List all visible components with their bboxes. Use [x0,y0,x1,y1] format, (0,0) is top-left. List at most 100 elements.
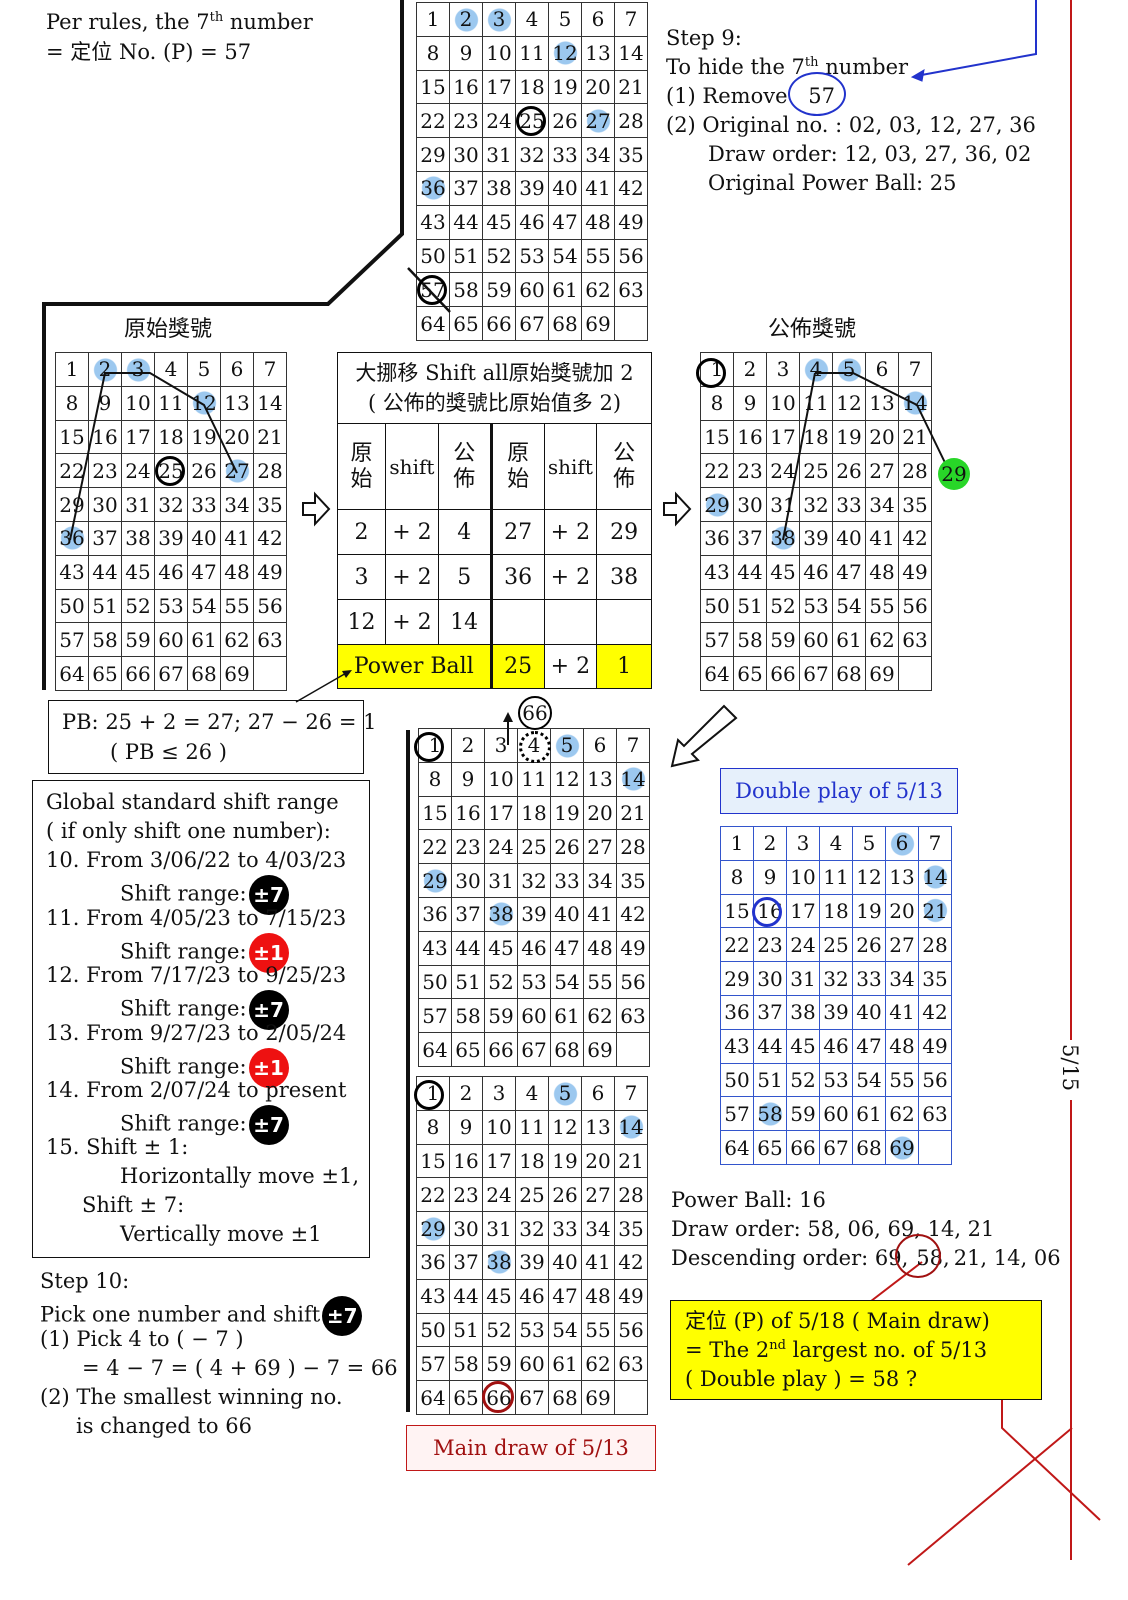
grid-cell: 52 [766,588,800,624]
grid-cell: 14 [614,35,648,71]
grid-cell: 16 [451,795,485,831]
grid-cell: 20 [581,1143,615,1179]
grid-cell: 21 [918,893,952,929]
grid-cell: 24 [482,1177,516,1213]
grid-cell: 69 [220,656,254,691]
grid-cell: 34 [885,961,919,996]
grid-cell: 60 [819,1096,853,1132]
cell: 38 [596,554,652,600]
grid-cell: 49 [616,930,650,966]
grid-cell: 5 [550,728,584,763]
grid-cell: 14 [898,385,932,421]
grid-cell: 59 [786,1096,820,1132]
grid-cell [614,1380,648,1415]
grid-cell: 24 [482,103,516,139]
grid-cell: 25 [819,927,853,963]
grid-cell: 51 [88,588,122,624]
col-pub-1: 公佈 [437,423,493,510]
grid-cell: 47 [832,554,866,590]
grid-cell: 62 [220,622,254,658]
grid-cell: 63 [614,1346,648,1382]
grid-cell: 38 [121,520,155,556]
grid-cell: 49 [614,1278,648,1314]
grid-cell: 66 [484,1032,518,1067]
grid-cell: 36 [700,520,734,556]
grid-cell: 16 [449,69,483,105]
grid-cell: 60 [515,1346,549,1382]
grid-cell: 65 [753,1130,787,1165]
grid-cell: 59 [482,1346,516,1382]
grid-cell: 26 [550,829,584,865]
grid-cell: 17 [786,893,820,929]
grid-cell: 62 [581,272,615,308]
grid-cell: 40 [187,520,221,556]
step10-line3: = 4 − 7 = ( 4 + 69 ) − 7 = 66 [82,1356,398,1380]
grid-cell: 54 [832,588,866,624]
grid-cell: 47 [852,1028,886,1064]
grid-cell: 12 [832,385,866,421]
grid-cell: 33 [548,1211,582,1246]
global-range: 12. From 7/17/23 to 9/25/23 [46,963,347,987]
grid-cell: 49 [898,554,932,590]
grid-cell [616,1032,650,1067]
grid-cell: 68 [548,306,582,341]
grid-cell: 25 [517,829,551,865]
grid-cell: 52 [786,1062,820,1098]
grid-cell: 30 [449,1211,483,1246]
grid-cell: 53 [517,964,551,1000]
grid-cell: 27 [581,103,615,139]
grid-cell: 5 [548,1076,582,1111]
grid-cell: 6 [885,826,919,861]
grid-cell: 66 [121,656,155,691]
grid-cell: 38 [484,896,518,932]
grid-cell: 35 [253,487,287,522]
grid-cell: 64 [416,1380,450,1415]
grid-cell: 26 [548,103,582,139]
grid-cell: 14 [614,1109,648,1145]
step9-line4: Draw order: 12, 03, 27, 36, 02 [708,142,1032,166]
grid-cell: 28 [253,453,287,489]
main-draw-label: Main draw of 5/13 [406,1425,656,1471]
grid-cell: 67 [515,306,549,341]
grid-cell: 11 [515,1109,549,1145]
grid-cell: 61 [550,998,584,1034]
grid-cell: 57 [700,622,734,658]
grid-cell: 35 [614,1211,648,1246]
yellow-note-box [670,1300,1042,1400]
grid-cell: 7 [614,2,648,37]
grid-cell: 28 [918,927,952,963]
grid-cell: 64 [416,306,450,341]
ring-4-dotted [519,731,551,763]
grid-cell: 51 [451,964,485,1000]
grid-cell: 1 [55,352,89,387]
global-shift-label: Shift range:±1 [120,1047,289,1088]
grid-cell: 10 [482,1109,516,1145]
grid-cell: 21 [616,795,650,831]
cell: + 2 [385,599,439,645]
grid-cell: 30 [733,487,767,522]
grid-cell: 41 [865,520,899,556]
grid-cell: 57 [418,998,452,1034]
circle-66-label: 66 [518,696,552,730]
grid-cell: 43 [700,554,734,590]
grid-cell: 68 [852,1130,886,1165]
badge-shift: ±1 [248,1047,289,1088]
grid-cell: 27 [885,927,919,963]
grid-cell: 48 [885,1028,919,1064]
cell: 12 [336,599,387,645]
grid-cell: 49 [614,204,648,240]
grid-cell: 36 [416,170,450,206]
green-29-marker: 29 [938,458,970,490]
grid-cell: 12 [548,1109,582,1145]
side-label: 5/15 [1058,1044,1082,1092]
grid-cell: 42 [616,896,650,932]
grid-cell: 50 [720,1062,754,1098]
global-shift-label: Shift range:±7 [120,1105,289,1145]
grid-cell: 23 [733,453,767,489]
grid-cell: 22 [418,829,452,865]
grid-cell [253,656,287,691]
grid-cell: 22 [700,453,734,489]
grid-cell: 4 [515,2,549,37]
